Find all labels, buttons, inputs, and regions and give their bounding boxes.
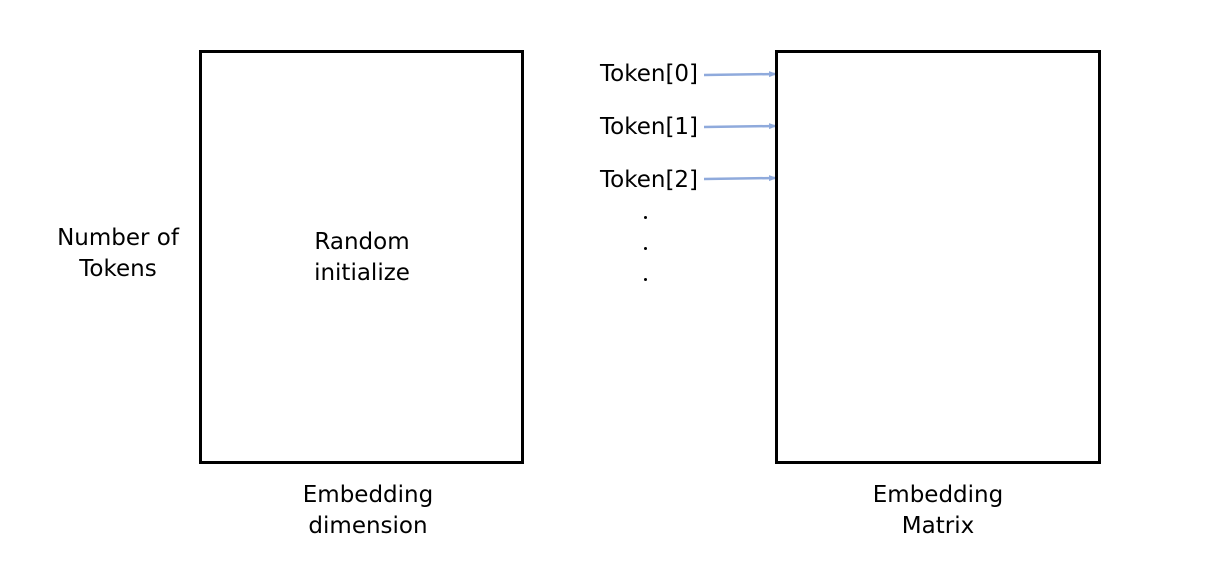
embedding-matrix-label: Embedding Matrix <box>838 480 1038 542</box>
arrow-token-0 <box>703 71 777 78</box>
ellipsis-dot-2 <box>644 247 647 250</box>
random-initialize-line1: Random <box>314 229 410 255</box>
embedding-dimension-label: Embedding dimension <box>262 480 474 542</box>
random-initialize-label: Random initialize <box>262 227 462 289</box>
token-label-0: Token[0] <box>600 61 699 87</box>
arrow-token-2 <box>703 175 777 182</box>
embedding-matrix-line2: Matrix <box>901 513 975 539</box>
token-label-1: Token[1] <box>600 114 699 140</box>
ellipsis-dot-3 <box>644 278 647 281</box>
number-of-tokens-line2: Tokens <box>79 256 157 282</box>
random-initialize-line2: initialize <box>314 260 410 286</box>
embedding-matrix-line1: Embedding <box>872 482 1004 508</box>
token-label-2: Token[2] <box>600 167 699 193</box>
embedding-matrix-box <box>775 50 1101 464</box>
number-of-tokens-label: Number of Tokens <box>54 223 182 285</box>
number-of-tokens-line1: Number of <box>57 225 179 251</box>
arrow-token-1 <box>703 123 777 130</box>
ellipsis-dot-1 <box>644 216 647 219</box>
embedding-dimension-line2: dimension <box>308 513 428 539</box>
embedding-dimension-line1: Embedding <box>302 482 434 508</box>
random-initialize-box <box>199 50 524 464</box>
